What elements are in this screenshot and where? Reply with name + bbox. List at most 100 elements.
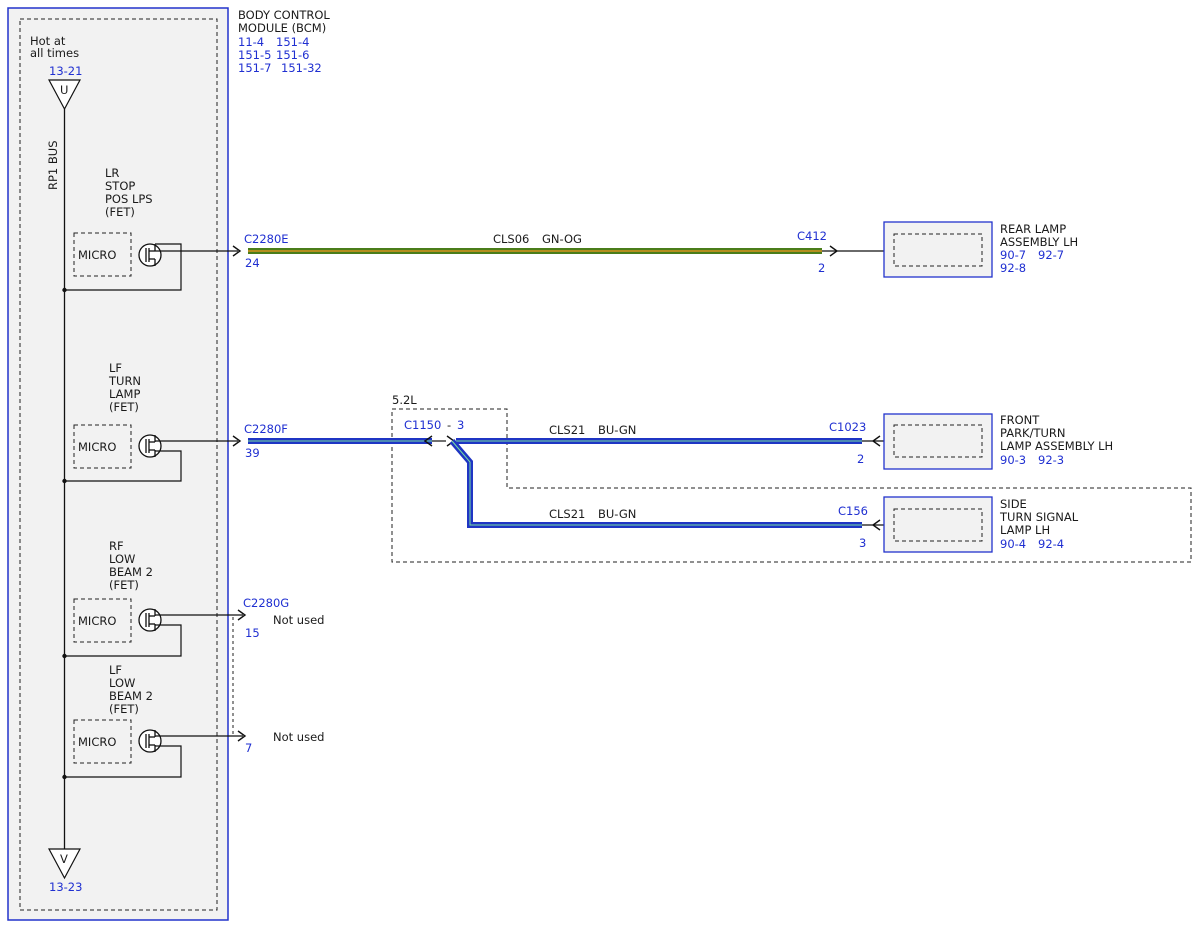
rear-lamp-component[interactable] <box>883 221 993 278</box>
rp1-bus-label: RP1 BUS <box>46 140 60 190</box>
component-ref[interactable]: 92-8 <box>1000 261 1026 275</box>
channel-label: (FET) <box>109 400 139 414</box>
terminal-v-label: V <box>60 852 68 866</box>
arrow-icon <box>232 435 242 447</box>
channel-lf-low-beam: LF LOW BEAM 2 (FET) MICRO <box>62 663 247 780</box>
splice-dash: - <box>447 418 451 432</box>
component-ref[interactable]: 92-4 <box>1038 537 1064 551</box>
connector-c156[interactable]: C156 <box>838 504 868 518</box>
bcm-module <box>7 7 229 921</box>
component-label: LAMP LH <box>1000 523 1050 537</box>
bcm-ref[interactable]: 151-6 <box>276 48 309 62</box>
not-used-label: Not used <box>273 730 324 744</box>
bcm-outline <box>7 7 229 921</box>
fet-icon <box>138 608 162 632</box>
component-label: SIDE <box>1000 497 1027 511</box>
bcm-ref[interactable]: 151-32 <box>281 61 322 75</box>
channel-label: (FET) <box>105 205 135 219</box>
arrow-icon <box>237 609 247 621</box>
not-used-label: Not used <box>273 613 324 627</box>
channel-label: (FET) <box>109 702 139 716</box>
pin-label: 7 <box>245 741 252 755</box>
pin-label: 2 <box>818 261 825 275</box>
channel-label: RF <box>109 539 124 553</box>
fet-icon <box>138 434 162 458</box>
connector-c2280e[interactable]: C2280E <box>244 232 289 246</box>
component-inner <box>893 508 983 542</box>
wire-color-label: BU-GN <box>598 507 636 521</box>
channel-label: LOW <box>109 676 135 690</box>
pin-label: 3 <box>457 418 464 432</box>
micro-label: MICRO <box>78 440 116 454</box>
wire-color-label: GN-OG <box>542 232 582 246</box>
component-ref[interactable]: 90-4 <box>1000 537 1026 551</box>
component-outline <box>883 221 993 278</box>
bcm-ref[interactable]: 11-4 <box>238 35 264 49</box>
power-top-ref[interactable]: 13-21 <box>49 64 82 78</box>
bus-junction <box>62 653 67 659</box>
bcm-ref[interactable]: 151-7 <box>238 61 271 75</box>
option-5-2l-region <box>391 408 1192 563</box>
hot-label: all times <box>30 46 79 60</box>
hot-label: Hot at <box>30 34 66 48</box>
channel-label: POS LPS <box>105 192 153 206</box>
bcm-inner-outline <box>19 18 218 911</box>
pin-label: 2 <box>857 452 864 466</box>
micro-label: MICRO <box>78 614 116 628</box>
connector-c1023[interactable]: C1023 <box>829 420 866 434</box>
micro-box <box>73 424 132 469</box>
pin-label: 24 <box>245 256 260 270</box>
component-inner <box>893 233 983 267</box>
feedback-line <box>64 243 182 291</box>
wire-cls21-side[interactable] <box>449 439 862 528</box>
component-ref[interactable]: 90-3 <box>1000 453 1026 467</box>
micro-box <box>73 598 132 643</box>
power-bottom-ref[interactable]: 13-23 <box>49 880 82 894</box>
terminal-v-icon: V <box>47 848 82 880</box>
pin-label: 3 <box>859 536 866 550</box>
side-lamp-component[interactable] <box>883 496 993 553</box>
bus-junction <box>62 478 67 484</box>
component-ref[interactable]: 92-3 <box>1038 453 1064 467</box>
arrow-icon <box>237 730 247 742</box>
bcm-title-line1: BODY CONTROL <box>238 8 330 22</box>
wire-circuit-label: CLS21 <box>549 423 585 437</box>
component-outline <box>883 413 993 470</box>
option-label: 5.2L <box>392 393 417 407</box>
component-outline <box>883 496 993 553</box>
fet-icon <box>138 729 162 753</box>
bus-junction <box>62 287 67 293</box>
connector-c412[interactable]: C412 <box>797 229 827 243</box>
front-lamp-component[interactable] <box>883 413 993 470</box>
bus-junction <box>62 774 67 780</box>
bcm-ref[interactable]: 151-4 <box>276 35 309 49</box>
component-ref[interactable]: 90-7 <box>1000 248 1026 262</box>
arrow-icon <box>423 435 433 447</box>
component-label: LAMP ASSEMBLY LH <box>1000 439 1113 453</box>
wire-color-label: BU-GN <box>598 423 636 437</box>
connector-c2280g[interactable]: C2280G <box>243 596 289 610</box>
wire-circuit-label: CLS21 <box>549 507 585 521</box>
terminal-u-label: U <box>60 83 68 97</box>
channel-lr-stop: LR STOP POS LPS (FET) MICRO <box>62 166 242 293</box>
feedback-line <box>64 624 182 657</box>
feedback-line <box>64 450 182 482</box>
component-label: REAR LAMP <box>1000 222 1066 236</box>
fet-icon <box>138 243 162 267</box>
connector-c1150[interactable]: C1150 <box>404 418 441 432</box>
component-label: PARK/TURN <box>1000 426 1066 440</box>
micro-label: MICRO <box>78 735 116 749</box>
bcm-ref[interactable]: 151-5 <box>238 48 271 62</box>
micro-label: MICRO <box>78 248 116 262</box>
channel-label: LOW <box>109 552 135 566</box>
bcm-title-line2: MODULE (BCM) <box>238 21 326 35</box>
component-ref[interactable]: 92-7 <box>1038 248 1064 262</box>
connector-c2280f[interactable]: C2280F <box>244 422 288 436</box>
feedback-line <box>64 745 182 778</box>
channel-label: LR <box>105 166 119 180</box>
wire-base <box>449 439 862 528</box>
micro-box <box>73 232 132 277</box>
arrow-icon <box>871 435 881 447</box>
pin-label: 39 <box>245 446 260 460</box>
